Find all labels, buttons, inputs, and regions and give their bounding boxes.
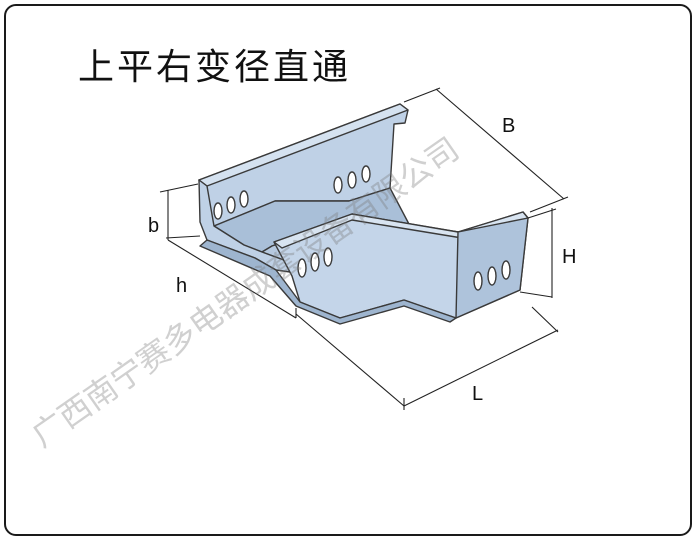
cable-tray <box>198 103 529 325</box>
dimension-label-b: b <box>148 215 159 237</box>
bottom-plate <box>199 239 457 325</box>
dimension-label-B: B <box>502 115 515 137</box>
back-wall-slots <box>213 165 371 220</box>
diagram-title: 上平右变径直通 <box>78 47 352 88</box>
dimension-label-H: H <box>562 246 576 268</box>
dimension-label-L: L <box>472 383 483 405</box>
dimension-lines <box>159 87 569 410</box>
front-wall-slots <box>297 247 511 291</box>
dimension-label-h: h <box>176 275 187 297</box>
